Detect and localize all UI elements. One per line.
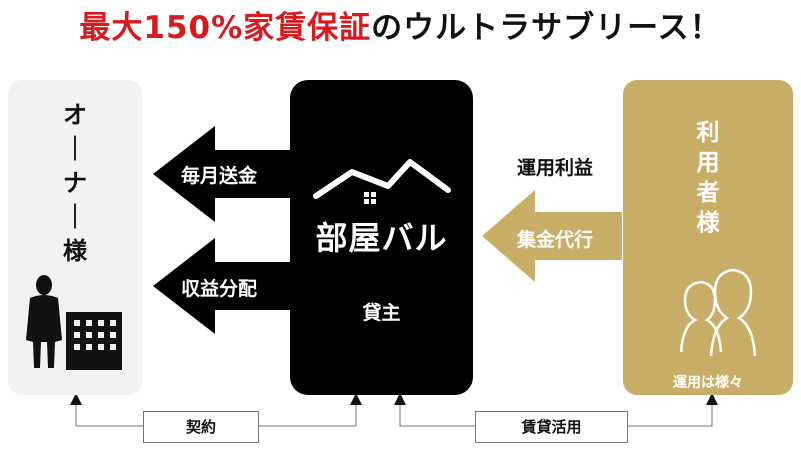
owner-label-char: 様 <box>63 237 87 265</box>
owner-illustration <box>26 275 122 370</box>
owner-label-char: ｜ <box>63 135 87 163</box>
house-roof-icon <box>313 159 451 204</box>
owner-label: オ ｜ ナ ｜ 様 <box>8 98 142 268</box>
brand-logo-text: 部屋バル <box>315 219 448 257</box>
arrowhead-center-left-up <box>350 393 362 405</box>
owner-label-char: ナ <box>63 169 87 197</box>
label-operating-profit: 運用利益 <box>517 157 594 179</box>
businessman-icon <box>26 275 62 368</box>
arrowhead-center-right-up <box>394 393 406 405</box>
label-monthly-remittance: 毎月送金 <box>181 165 258 187</box>
arrow-profit-distribution <box>153 238 292 334</box>
users-label-char: 利 <box>696 120 720 146</box>
users-label-char: 用 <box>696 150 720 176</box>
users-label-char: 者 <box>696 180 720 206</box>
label-collection-agency: 集金代行 <box>517 229 594 251</box>
users-label: 利 用 者 様 <box>623 118 793 238</box>
arrow-monthly-remittance <box>153 126 292 222</box>
arrowhead-owner-up <box>70 393 82 405</box>
center-panel: 部屋バル 貸主 <box>290 80 473 395</box>
connector-lease-use <box>399 404 713 427</box>
landlord-label: 貸主 <box>362 302 401 324</box>
label-profit-distribution: 収益分配 <box>181 278 258 300</box>
title-rest: のウルトラサブリース！ <box>371 10 722 46</box>
owner-panel: オ ｜ ナ ｜ 様 <box>8 80 142 395</box>
users-label-char: 様 <box>696 210 720 236</box>
users-panel: 利 用 者 様 運用は様々 <box>623 80 793 395</box>
owner-label-char: ｜ <box>63 203 87 231</box>
contract-label: 契約 <box>143 411 259 443</box>
owner-label-char: オ <box>63 101 87 129</box>
connector-contract <box>75 404 357 427</box>
arrow-collection-agency <box>482 190 622 282</box>
users-note: 運用は様々 <box>673 375 743 391</box>
title-highlight: 最大150%家賃保証 <box>79 10 372 46</box>
lease-use-label: 賃貸活用 <box>475 411 628 443</box>
people-silhouette-icon <box>679 268 757 357</box>
arrowhead-users-up <box>706 393 718 405</box>
page-title: 最大150%家賃保証のウルトラサブリース！ <box>0 2 801 47</box>
building-icon <box>66 312 122 370</box>
